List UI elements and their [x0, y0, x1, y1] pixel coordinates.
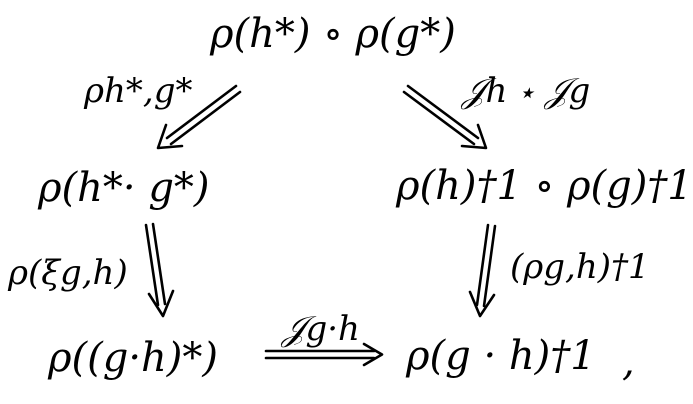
label-bottom-arrow: 𝒥g·h	[282, 309, 360, 349]
node-bottom-left: ρ((g·h)*)	[48, 335, 219, 381]
trailing-comma: ,	[622, 339, 635, 385]
label-right-vertical-arrow: (ρg,h)†1	[510, 247, 650, 287]
arrow-top-left	[156, 84, 242, 150]
node-mid-right: ρ(h)†1 ∘ ρ(g)†1	[396, 163, 693, 209]
arrow-left-vertical	[144, 222, 175, 318]
arrow-bottom	[264, 342, 384, 367]
arrow-top-right	[402, 84, 488, 150]
node-bottom-right: ρ(g · h)†1	[406, 333, 596, 379]
label-left-vertical-arrow: ρ(ξg,h)	[8, 253, 128, 293]
diagram-arrows	[144, 84, 497, 367]
label-top-left-arrow: ρh*,g*	[84, 71, 193, 111]
label-top-right-arrow: 𝒥h ⋆ 𝒥g	[462, 71, 591, 111]
commutative-diagram: ρ(h*) ∘ ρ(g*) ρ(h*· g*) ρ(h)†1 ∘ ρ(g)†1 …	[8, 11, 693, 385]
arrow-right-vertical	[468, 223, 497, 318]
node-mid-left: ρ(h*· g*)	[38, 165, 210, 211]
node-top: ρ(h*) ∘ ρ(g*)	[210, 11, 456, 57]
